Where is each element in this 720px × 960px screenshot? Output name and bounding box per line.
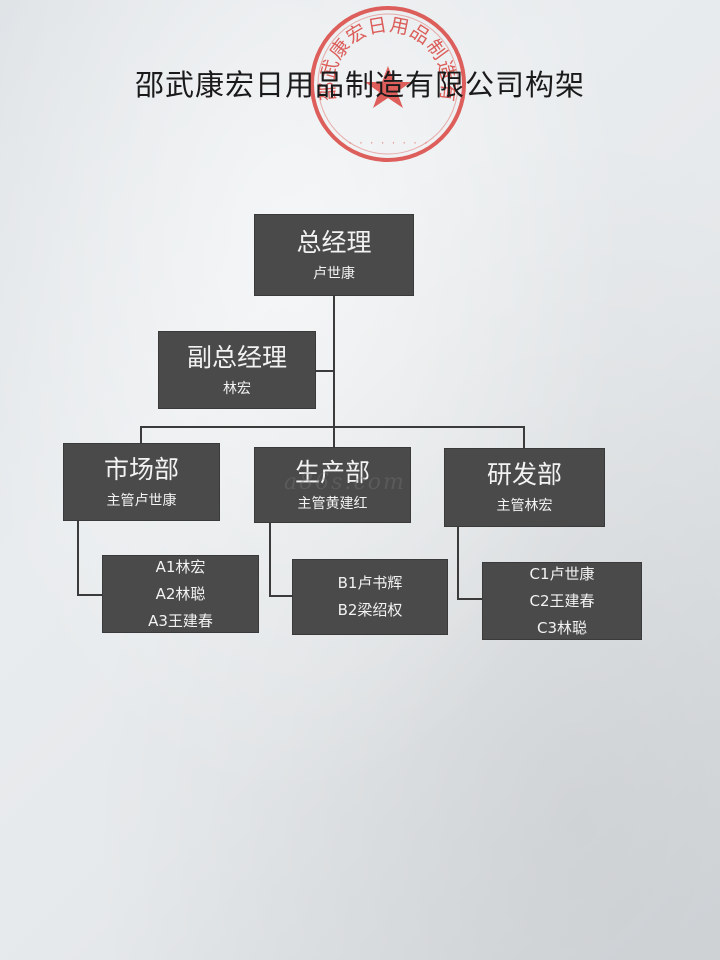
node-ceo-role: 总经理: [296, 227, 372, 257]
node-dept-manager: 主管林宏: [496, 498, 553, 515]
member-item: B2梁绍权: [337, 601, 403, 619]
connector-dept3-drop: [523, 426, 525, 448]
connector-dept2-sub-vertical: [269, 522, 271, 596]
seal-star-icon: [365, 66, 411, 108]
member-item: C2王建春: [529, 591, 595, 610]
node-dept-rnd: 研发部 主管林宏: [445, 449, 604, 526]
connector-deputy-horizontal: [315, 370, 334, 372]
node-deputy-role: 副总经理: [186, 342, 287, 372]
node-dept-role: 生产部: [294, 457, 370, 487]
connector-dept-horizontal: [140, 426, 524, 428]
node-deputy-name: 林宏: [223, 380, 251, 397]
watermark-text: a86s.com: [284, 470, 406, 495]
connector-dept3-sub-horizontal: [457, 598, 483, 600]
svg-text:· · · · · · · ·: · · · · · · · ·: [347, 139, 428, 149]
node-dept-manager: 主管卢世康: [106, 492, 177, 509]
node-deputy: 副总经理 林宏: [159, 332, 315, 408]
connector-dept1-sub-horizontal: [77, 594, 103, 596]
member-item: C1卢世康: [529, 564, 595, 583]
member-item: B1卢书辉: [337, 574, 403, 592]
connector-dept1-sub-vertical: [77, 520, 79, 595]
node-ceo-name: 卢世康: [313, 265, 355, 282]
node-dept-production: 生产部 主管黄建红: [255, 448, 410, 522]
node-members-rnd: C1卢世康 C2王建春 C3林聪: [483, 563, 641, 639]
node-ceo: 总经理 卢世康: [255, 215, 413, 295]
company-seal: 邵武康宏日用品制造有限公司 · · · · · · · ·: [308, 4, 466, 162]
connector-dept3-sub-vertical: [457, 526, 459, 599]
node-dept-manager: 主管黄建红: [297, 495, 368, 512]
connector-dept2-drop: [333, 426, 335, 448]
member-item: A1林宏: [155, 557, 206, 576]
connector-dept2-sub-horizontal: [269, 595, 293, 597]
node-dept-role: 研发部: [486, 460, 562, 490]
node-members-production: B1卢书辉 B2梁绍权: [293, 560, 447, 634]
member-item: A3王建春: [148, 611, 213, 630]
member-item: A2林聪: [155, 584, 206, 603]
page-title: 邵武康宏日用品制造有限公司构架: [134, 68, 585, 102]
node-members-market: A1林宏 A2林聪 A3王建春: [103, 556, 258, 632]
node-dept-role: 市场部: [103, 454, 179, 484]
node-dept-market: 市场部 主管卢世康: [64, 444, 219, 520]
connector-ceo-vertical: [333, 295, 335, 427]
member-item: C3林聪: [536, 618, 588, 637]
connector-dept1-drop: [140, 426, 142, 444]
